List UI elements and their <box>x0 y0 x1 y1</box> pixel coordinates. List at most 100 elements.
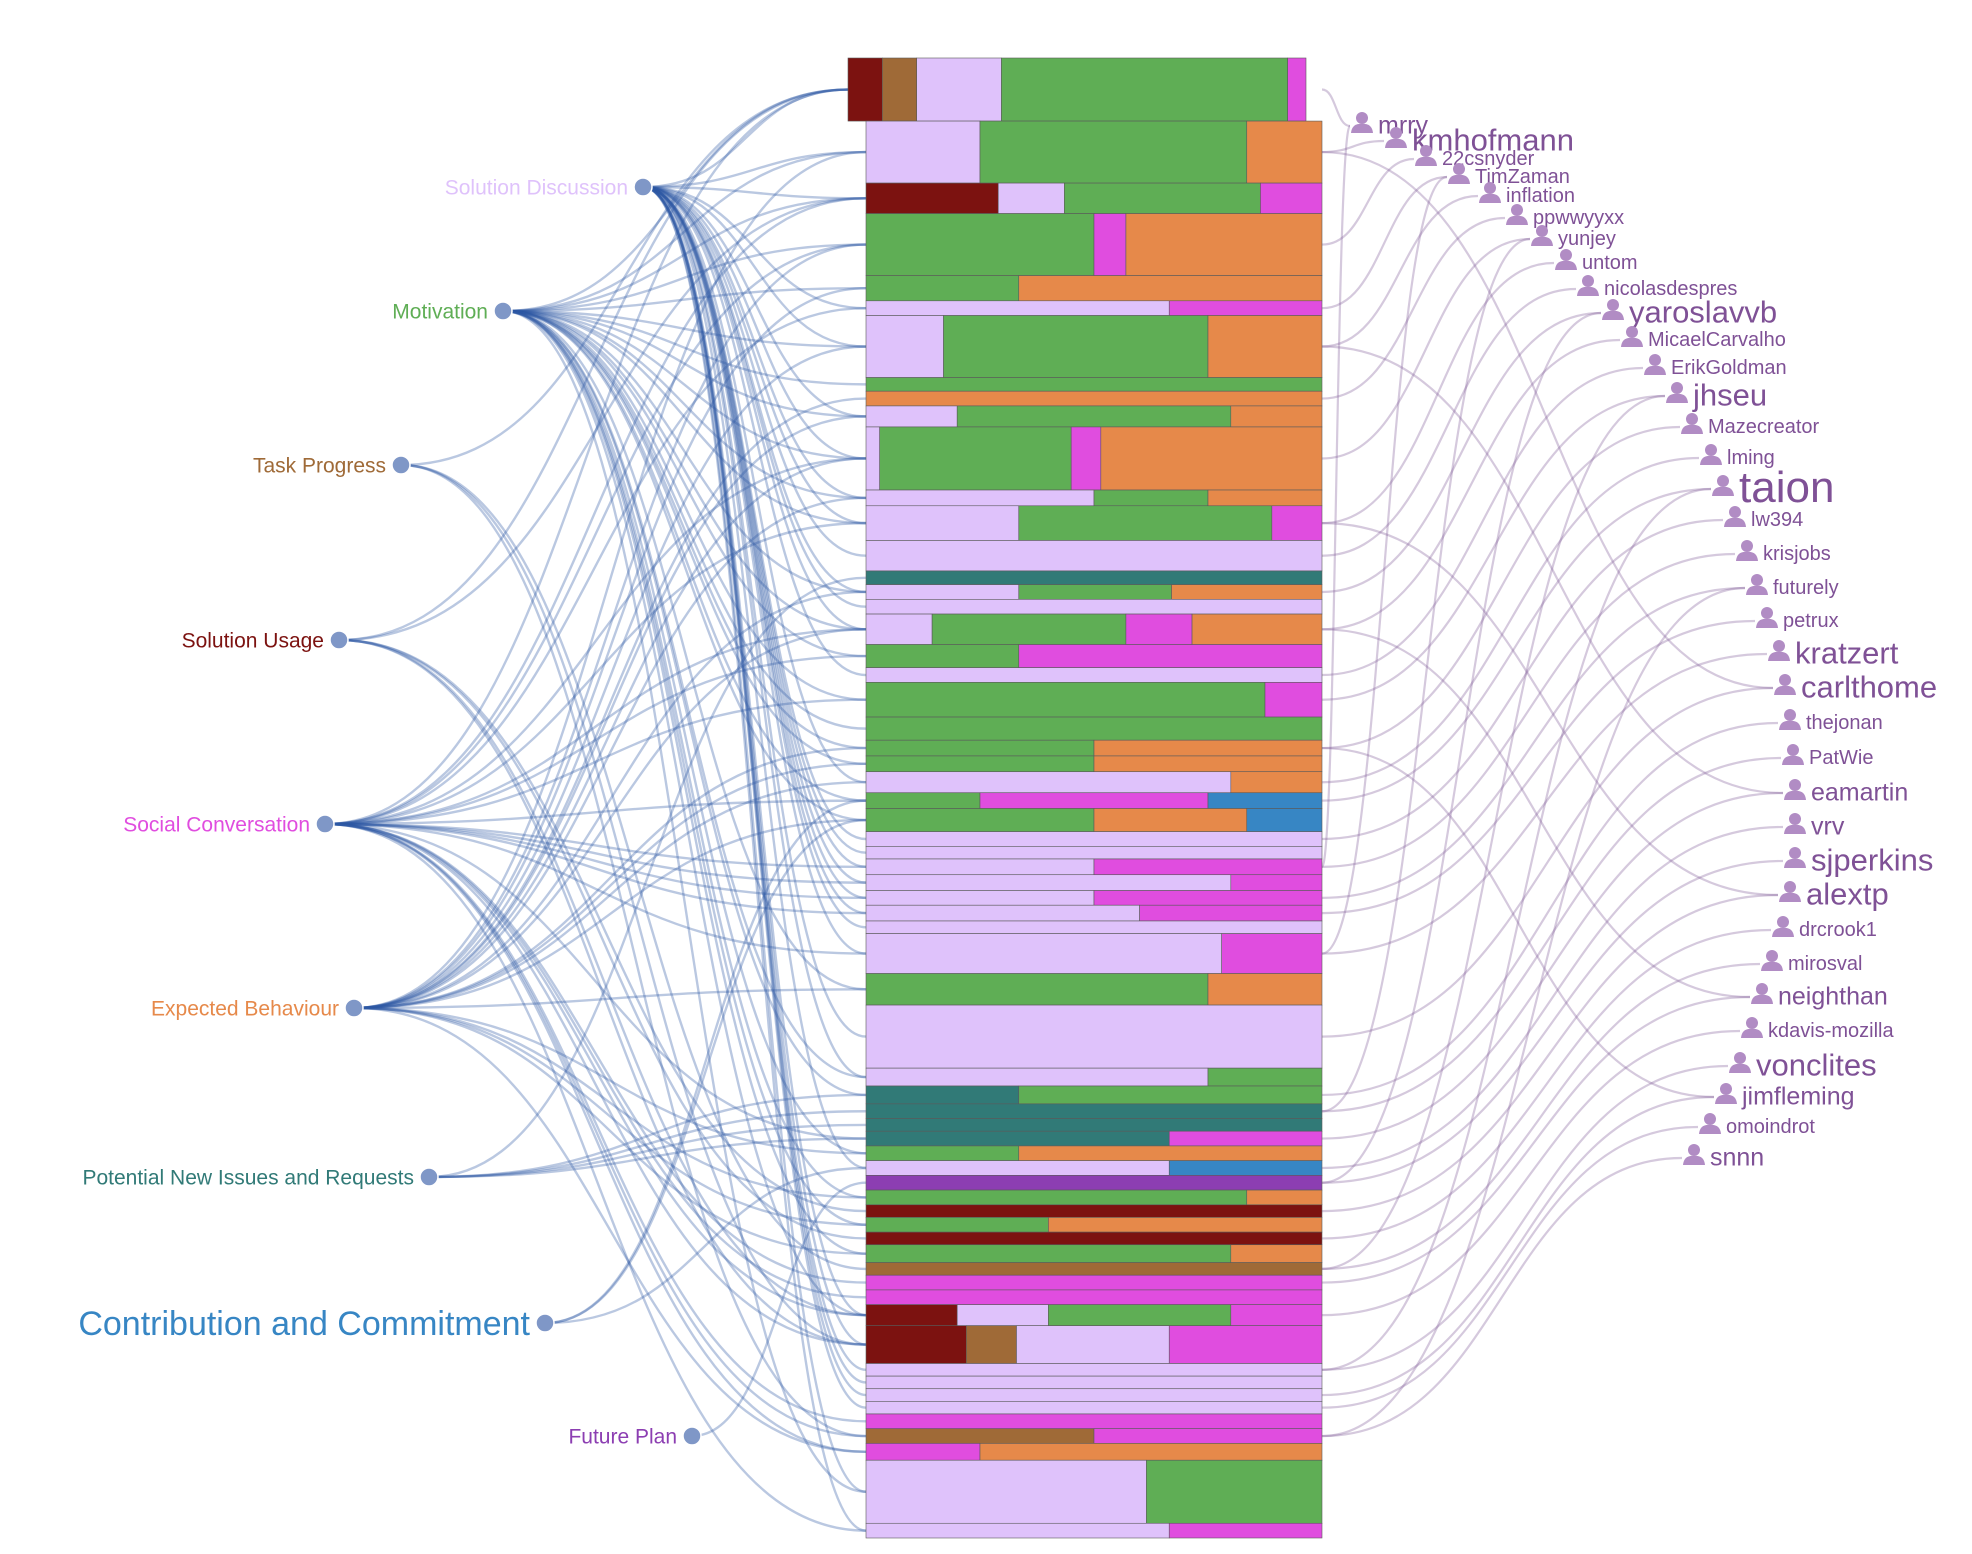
category-dot[interactable] <box>419 1167 439 1187</box>
comment-row[interactable] <box>865 426 1323 491</box>
user-node[interactable]: ErikGoldman <box>1644 354 1787 379</box>
comment-row[interactable] <box>865 584 1323 600</box>
category-solution-discussion[interactable]: Solution Discussion <box>445 177 653 200</box>
user-node[interactable]: lming <box>1700 444 1775 469</box>
comment-row[interactable] <box>865 213 1323 276</box>
comment-row[interactable] <box>865 1388 1323 1402</box>
category-potential-new-issues[interactable]: Potential New Issues and Requests <box>82 1167 439 1190</box>
comment-row[interactable] <box>865 1413 1323 1429</box>
comment-row[interactable] <box>865 599 1323 615</box>
user-node[interactable]: jimfleming <box>1715 1083 1855 1111</box>
comment-row[interactable] <box>865 858 1323 876</box>
comment-row[interactable] <box>865 505 1323 541</box>
comment-row[interactable] <box>865 1289 1323 1305</box>
comment-row[interactable] <box>865 771 1323 794</box>
comment-row[interactable] <box>865 1204 1323 1218</box>
category-dot[interactable] <box>682 1426 702 1446</box>
category-dot[interactable] <box>329 630 349 650</box>
comment-row[interactable] <box>865 1428 1323 1444</box>
comment-row[interactable] <box>865 1189 1323 1206</box>
user-node[interactable]: snnn <box>1683 1144 1764 1172</box>
user-node[interactable]: kratzert <box>1768 635 1899 670</box>
user-node[interactable]: yunjey <box>1531 225 1616 250</box>
user-node[interactable]: neighthan <box>1751 983 1888 1011</box>
comment-row[interactable] <box>865 275 1323 302</box>
user-node[interactable]: alextp <box>1779 876 1889 911</box>
user-node[interactable]: inflation <box>1479 182 1575 207</box>
category-dot[interactable] <box>391 455 411 475</box>
user-node[interactable]: omoindrot <box>1699 1113 1815 1138</box>
user-node[interactable]: vrv <box>1784 813 1845 841</box>
comment-row[interactable] <box>865 1175 1323 1191</box>
category-dot[interactable] <box>344 998 364 1018</box>
comment-row[interactable] <box>865 1459 1323 1524</box>
user-node[interactable]: thejonan <box>1779 709 1883 734</box>
user-node[interactable]: kdavis-mozilla <box>1741 1017 1894 1042</box>
user-node[interactable]: eamartin <box>1784 779 1908 807</box>
user-node[interactable]: ppwwyyxx <box>1506 204 1624 229</box>
category-task-progress[interactable]: Task Progress <box>253 455 411 478</box>
category-dot[interactable] <box>633 177 653 197</box>
comment-row[interactable] <box>865 682 1323 718</box>
comment-row[interactable] <box>865 846 1323 860</box>
user-node[interactable]: mirosval <box>1761 950 1862 975</box>
category-social-conversation[interactable]: Social Conversation <box>123 814 335 837</box>
comment-row[interactable] <box>865 540 1323 572</box>
comment-row[interactable] <box>865 315 1323 378</box>
user-node[interactable]: carlthome <box>1774 669 1937 704</box>
user-node[interactable]: PatWie <box>1782 744 1873 769</box>
comment-row[interactable] <box>865 1004 1323 1069</box>
comment-row[interactable] <box>865 1274 1323 1291</box>
comment-row[interactable] <box>865 644 1323 668</box>
comment-row[interactable] <box>865 182 1323 214</box>
category-expected-behaviour[interactable]: Expected Behaviour <box>151 998 364 1021</box>
comment-row[interactable] <box>865 890 1323 906</box>
comment-row[interactable] <box>865 1244 1323 1263</box>
user-node[interactable]: kmhofmann <box>1385 122 1574 157</box>
comment-row[interactable] <box>865 1262 1323 1276</box>
user-node[interactable]: futurely <box>1746 574 1839 599</box>
comment-row[interactable] <box>865 1325 1323 1364</box>
comment-row[interactable] <box>865 920 1323 934</box>
comment-row[interactable] <box>865 1401 1323 1415</box>
comment-row[interactable] <box>865 904 1323 922</box>
comment-row[interactable] <box>865 667 1323 683</box>
comment-row[interactable] <box>865 1231 1323 1246</box>
comment-row[interactable] <box>865 973 1323 1006</box>
comment-row[interactable] <box>865 300 1323 316</box>
comment-row[interactable] <box>865 613 1323 645</box>
category-dot[interactable] <box>535 1313 555 1333</box>
user-node[interactable]: drcrook1 <box>1772 916 1877 941</box>
user-node[interactable]: Mazecreator <box>1681 413 1819 438</box>
comment-row[interactable] <box>865 1217 1323 1233</box>
user-node[interactable]: 22csnyder <box>1415 145 1535 170</box>
user-node[interactable]: krisjobs <box>1736 540 1831 565</box>
comment-row[interactable] <box>865 377 1323 392</box>
comment-row[interactable] <box>865 1118 1323 1132</box>
user-node[interactable]: jhseu <box>1666 377 1767 412</box>
comment-row[interactable] <box>865 933 1323 974</box>
comment-row[interactable] <box>865 120 1323 184</box>
comment-row[interactable] <box>865 405 1323 428</box>
category-dot[interactable] <box>493 301 513 321</box>
comment-row[interactable] <box>847 57 1307 122</box>
comment-row[interactable] <box>865 1067 1323 1087</box>
comment-row[interactable] <box>865 755 1323 773</box>
user-node[interactable]: petrux <box>1756 607 1839 632</box>
comment-row[interactable] <box>865 489 1323 507</box>
comment-row[interactable] <box>865 1160 1323 1176</box>
comment-row[interactable] <box>865 874 1323 891</box>
comment-row[interactable] <box>865 1145 1323 1161</box>
user-node[interactable]: untom <box>1555 249 1638 274</box>
category-contribution-commitment[interactable]: Contribution and Commitment <box>78 1305 555 1343</box>
user-node[interactable]: sjperkins <box>1784 842 1933 877</box>
category-motivation[interactable]: Motivation <box>392 301 513 324</box>
comment-row[interactable] <box>865 1130 1323 1147</box>
user-node[interactable]: TimZaman <box>1448 163 1570 188</box>
comment-row[interactable] <box>865 808 1323 832</box>
comment-row[interactable] <box>865 1443 1323 1461</box>
comment-row[interactable] <box>865 716 1323 741</box>
category-solution-usage[interactable]: Solution Usage <box>182 630 349 653</box>
comment-row[interactable] <box>865 739 1323 757</box>
category-dot[interactable] <box>315 814 335 834</box>
